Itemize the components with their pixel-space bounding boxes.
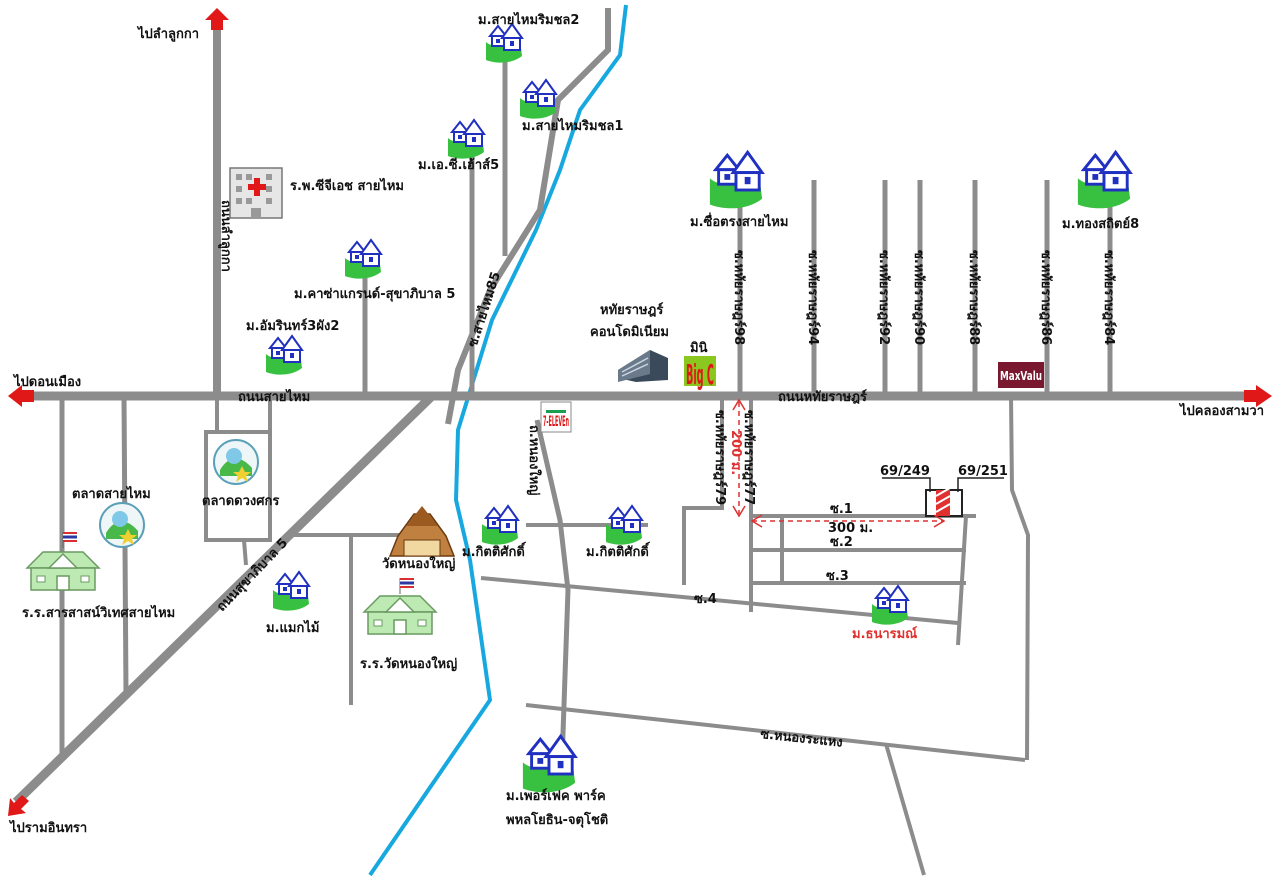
label-ac-house5: ม.เอ.ซี.เฮ้าส์5 — [418, 157, 499, 173]
house-icon — [447, 119, 485, 160]
road-label-soi2: ซ.2 — [830, 535, 853, 550]
target-property — [882, 477, 1004, 517]
road-label-soi3: ซ.3 — [826, 569, 849, 584]
house-icon — [871, 585, 909, 626]
road-label-soi94: ซ.หทัยราษฎร์94 — [805, 250, 821, 345]
label-casa-grand: ม.คาซ่าแกรนด์-สุขาภิบาล 5 — [294, 286, 455, 302]
canal — [368, 4, 628, 876]
saimai85-road — [445, 8, 611, 425]
road-label-soi86: ซ.หทัยราษฎร์86 — [1038, 250, 1054, 345]
house-icon — [481, 505, 519, 546]
arrow-southwest-icon — [8, 795, 29, 816]
road-soi79 — [682, 396, 724, 585]
label-perfect-park-2: พหลโยธิน-จตุโชติ — [506, 811, 608, 828]
house-icon — [519, 79, 557, 120]
road-duangsakorn-s — [242, 539, 248, 566]
dim-arrow-icon — [750, 514, 946, 528]
label-thanarom: ม.ธนารมณ์ — [852, 626, 917, 642]
label-school-wat-nongyai: ร.ร.วัดหนองใหญ่ — [360, 655, 457, 672]
condominium-icon — [618, 350, 668, 382]
school-icon — [363, 595, 437, 635]
hospital-icon — [229, 167, 283, 219]
direction-west-label: ไปดอนเมือง — [12, 373, 81, 390]
road-label-soi77: ซ.หทัยราษฎร์77 — [741, 410, 757, 505]
nongyai-road — [534, 419, 571, 763]
market-icon — [99, 502, 145, 548]
road-label-saimai: ถนนสายไหม — [238, 388, 310, 405]
road-label-soi79: ซ.หทัยราษฎร์79 — [712, 410, 728, 505]
maxvalu-icon: MaxValu — [998, 362, 1044, 388]
label-thongsathit: ม.ทองสถิตย์8 — [1062, 216, 1139, 232]
label-saimai-rimchon2: ม.สายไหมริมชล2 — [478, 11, 579, 28]
label-market-duangsakorn: ตลาดดวงศกร — [202, 494, 279, 509]
big-c-logo-icon: Big C — [684, 356, 716, 391]
direction-north-label: ไปลำลูกกา — [136, 25, 199, 42]
house-icon — [605, 505, 643, 546]
label-perfect-park-1: ม.เพอร์เฟค พาร์ค — [506, 788, 606, 804]
label-maekmai: ม.แมกไม้ — [266, 619, 319, 636]
seven-eleven-text: 7-ELEVEn — [543, 414, 569, 430]
house-icon — [265, 335, 303, 376]
dim-arrow-icon — [732, 398, 746, 518]
school-icon — [26, 551, 100, 591]
label-wat-nongyai: วัดหนองใหญ่ — [382, 555, 455, 572]
sukhaphiban5-road — [12, 392, 436, 806]
flag-icon — [62, 531, 78, 549]
house-icon — [521, 734, 577, 794]
seven-eleven-icon: 7-ELEVEn — [540, 401, 572, 433]
road-label-soi92: ซ.หทัยราษฎร์92 — [876, 250, 892, 345]
direction-southwest-label: ไปรามอินทรา — [8, 819, 87, 836]
label-market-saimai: ตลาดสายไหม — [72, 485, 151, 502]
road-soi-east — [956, 515, 968, 646]
road-label-soi90: ซ.หทัยราษฎร์90 — [911, 250, 927, 345]
label-kittisak-a: ม.กิตติศักดิ์ — [462, 541, 527, 560]
arrow-west-icon — [8, 385, 34, 407]
road-label-hathairat: ถนนหทัยราษฎร์ — [778, 389, 867, 405]
label-sueatrong: ม.ซื่อตรงสายไหม — [690, 212, 788, 230]
plot-label-b: 69/251 — [958, 464, 1008, 479]
road-label-soi1: ซ.1 — [830, 502, 853, 517]
road-nongrahaeng-south — [884, 743, 926, 876]
arrow-east-icon — [1244, 385, 1272, 407]
label-school-sarasat: ร.ร.สารสาสน์วิเทศสายไหม — [22, 604, 175, 621]
road-label-soi4: ซ.4 — [694, 592, 717, 607]
nongrahaeng-road — [525, 703, 1026, 762]
label-hospital: ร.พ.ซีจีเอช สายไหม — [290, 177, 404, 194]
market-icon — [213, 439, 259, 485]
plot-label-a: 69/249 — [880, 464, 930, 479]
roads — [12, 8, 1255, 876]
label-condo-line1: หทัยราษฎร์ — [600, 302, 663, 318]
temple-icon — [388, 506, 456, 557]
label-condo-line2: คอนโดมิเนียม — [590, 323, 669, 340]
direction-east-label: ไปคลองสามวา — [1178, 402, 1264, 419]
flag-icon — [399, 577, 415, 595]
house-icon — [708, 150, 764, 210]
big-c-logo-text: Big C — [686, 358, 714, 391]
road-label-nongrahaeng: ซ.หนองระแหง — [760, 727, 844, 751]
label-kittisak-b: ม.กิตติศักดิ์ — [586, 541, 651, 560]
road-east-south — [1009, 395, 1031, 761]
road-label-soi84: ซ.หทัยราษฎร์84 — [1101, 250, 1117, 345]
label-big-c: มินิ — [690, 341, 708, 356]
house-icon — [344, 239, 382, 280]
road-label-soi98: ซ.หทัยราษฎร์98 — [731, 250, 747, 345]
arrow-north-icon — [205, 8, 229, 30]
road-label-soi88: ซ.หทัยราษฎร์88 — [966, 250, 982, 345]
label-saimai-rimchon1: ม.สายไหมริมชล1 — [522, 117, 623, 134]
maxvalu-text: MaxValu — [1000, 369, 1042, 383]
house-icon — [485, 23, 523, 64]
dist-label-horizontal: 300 ม. — [828, 521, 873, 536]
house-icon — [272, 571, 310, 612]
label-amarin: ม.อัมรินทร์3ผัง2 — [246, 318, 339, 334]
house-icon — [1076, 150, 1132, 210]
dist-label-vertical: 200 ม. — [728, 430, 743, 475]
road-duangsakorn-loop — [204, 430, 272, 542]
road-label-nongyai: ถ.หนองใหญ่ — [526, 425, 543, 495]
